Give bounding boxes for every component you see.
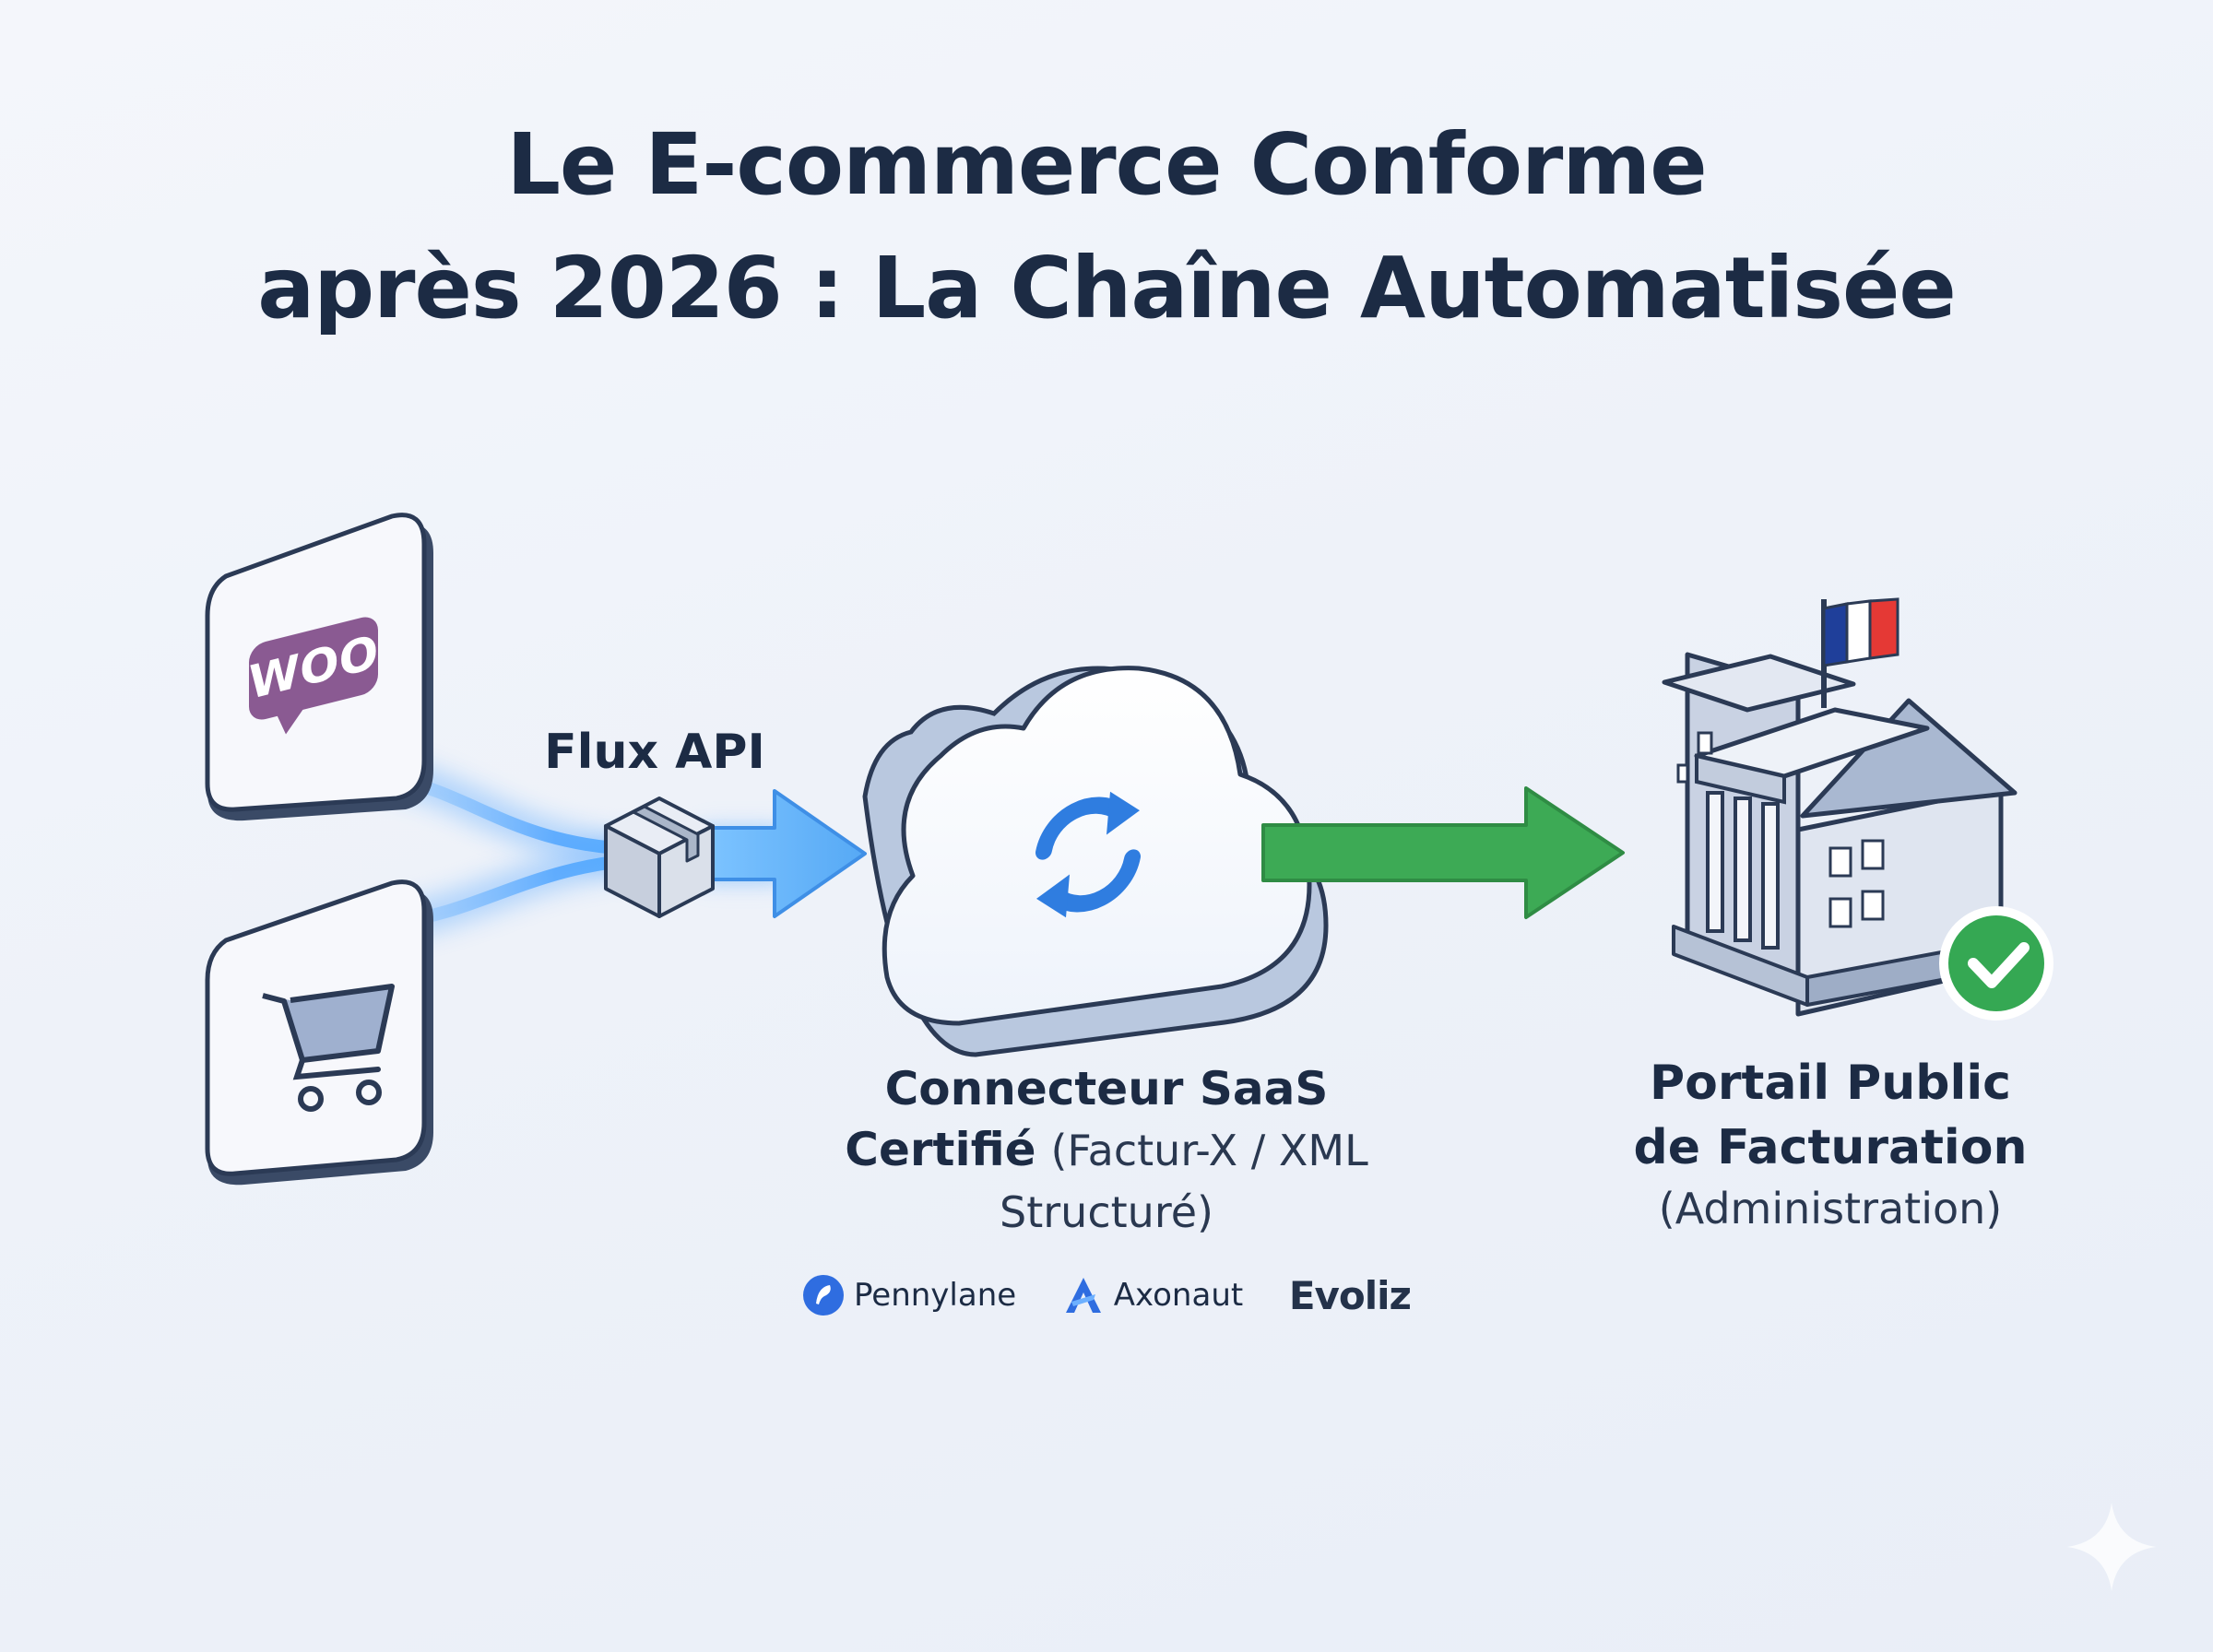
sparkle-icon [2067,1503,2156,1591]
partner-evoliz-name: Evoliz [1288,1272,1412,1318]
saas-connector-label: Connecteur SaaS Certifié (Factur-X / XML… [830,1058,1383,1243]
package-icon [604,796,715,918]
portal-label-line-2: de Facturation [1633,1120,2028,1175]
partner-logos: Pennylane Axonaut Evoliz [802,1268,1412,1323]
pennylane-logo-icon [803,1275,844,1316]
check-icon [1939,906,2053,1021]
partner-evoliz: Evoliz [1288,1272,1412,1318]
saas-label-detail: (Factur-X / XML Structuré) [1000,1126,1368,1237]
french-flag [1822,597,1899,667]
shopping-cart-icon [262,984,395,1112]
public-portal-label: Portail Public de Facturation (Administr… [1554,1051,2107,1237]
portal-label-line-1: Portail Public [1649,1056,2011,1111]
title-line-1: Le E-commerce Conforme [506,115,1707,214]
flux-api-label: Flux API [544,725,765,780]
axonaut-logo-icon [1065,1278,1101,1313]
api-arrow [701,789,867,918]
partner-pennylane-name: Pennylane [854,1277,1017,1314]
partner-axonaut: Axonaut [1062,1274,1243,1316]
shopping-cart-tile [205,879,433,1186]
cloud-sync-icon [862,666,1329,1057]
woocommerce-tile: WOO [205,513,433,821]
partner-pennylane: Pennylane [802,1274,1016,1316]
page-title: Le E-commerce Conforme après 2026 : La C… [0,103,2213,350]
partner-axonaut-name: Axonaut [1113,1277,1244,1314]
saas-label-bold: Connecteur SaaS Certifié [845,1062,1329,1176]
title-line-2: après 2026 : La Chaîne Automatisée [257,239,1957,337]
green-arrow [1261,786,1625,919]
portal-label-sub: (Administration) [1658,1184,2003,1233]
sync-arrows [1035,791,1141,918]
